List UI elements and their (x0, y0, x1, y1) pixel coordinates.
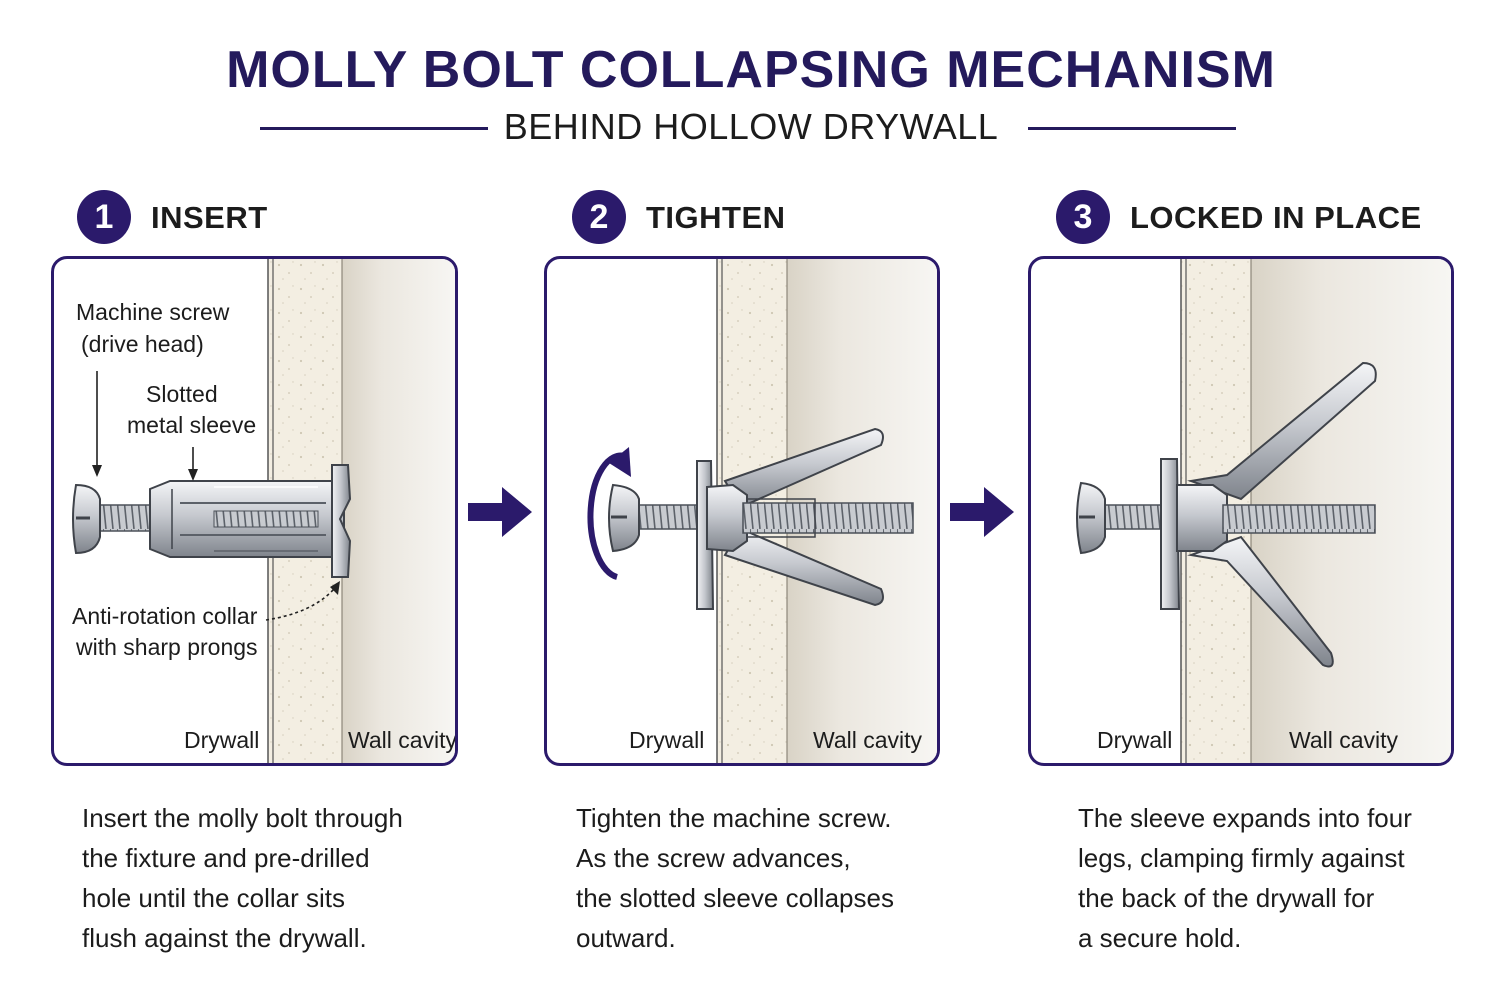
label-wall-cavity: Wall cavity (348, 727, 458, 753)
step-1-panel: Machine screw (drive head) Slotted metal… (51, 256, 458, 766)
step-1-header: 1 INSERT (77, 190, 407, 246)
step-3-number: 3 (1056, 190, 1110, 244)
slotted-sleeve (149, 480, 345, 558)
step-3-panel: Drywall Wall cavity (1028, 256, 1454, 766)
label-drywall: Drywall (184, 727, 260, 753)
step-1-desc-line: flush against the drywall. (82, 923, 367, 953)
rotation-arrow-icon (587, 447, 631, 580)
label-metal-sleeve: metal sleeve (127, 412, 257, 438)
step-2-description: Tighten the machine screw. As the screw … (576, 798, 956, 958)
label-wall-cavity: Wall cavity (813, 727, 923, 753)
subtitle-row: BEHIND HOLLOW DRYWALL (0, 106, 1502, 150)
step-1-title: INSERT (151, 200, 268, 235)
label-sharp-prongs: with sharp prongs (76, 634, 258, 660)
wall-cavity (342, 259, 455, 763)
step-2-desc-line: As the screw advances, (576, 843, 851, 873)
anti-rotation-collar (331, 464, 352, 578)
label-anti-rotation-collar: Anti-rotation collar (72, 603, 258, 629)
step-2-desc-line: the slotted sleeve collapses (576, 883, 894, 913)
label-drive-head: (drive head) (81, 331, 204, 357)
step-3-title: LOCKED IN PLACE (1130, 200, 1422, 235)
step-2-desc-line: Tighten the machine screw. (576, 803, 892, 833)
machine-screw (72, 483, 151, 555)
step-1-desc-line: Insert the molly bolt through (82, 803, 403, 833)
step-1-illustration (72, 259, 455, 763)
step-2-number: 2 (572, 190, 626, 244)
step-3-desc-line: legs, clamping firmly against (1078, 843, 1405, 873)
flow-arrow-icon (468, 487, 532, 537)
label-machine-screw: Machine screw (76, 299, 230, 325)
page-subtitle: BEHIND HOLLOW DRYWALL (503, 106, 999, 147)
label-drywall: Drywall (1097, 727, 1173, 753)
step-2-desc-line: outward. (576, 923, 676, 953)
label-slotted: Slotted (146, 381, 218, 407)
step-1-desc-line: hole until the collar sits (82, 883, 346, 913)
label-wall-cavity: Wall cavity (1289, 727, 1399, 753)
step-3-desc-line: a secure hold. (1078, 923, 1242, 953)
subtitle-rule-right (1028, 127, 1236, 130)
step-2-title: TIGHTEN (646, 200, 786, 235)
step-1-description: Insert the molly bolt through the fixtur… (82, 798, 462, 958)
step-3-desc-line: the back of the drywall for (1078, 883, 1375, 913)
step-3-desc-line: The sleeve expands into four (1078, 803, 1412, 833)
subtitle-rule-left (260, 127, 488, 130)
step-2-header: 2 TIGHTEN (572, 190, 902, 246)
step-2-illustration (587, 259, 937, 763)
step-1-desc-line: the fixture and pre-drilled (82, 843, 370, 873)
step-3-header: 3 LOCKED IN PLACE (1056, 190, 1476, 246)
label-drywall: Drywall (629, 727, 705, 753)
step-3-description: The sleeve expands into four legs, clamp… (1078, 798, 1458, 958)
step-1-number: 1 (77, 190, 131, 244)
page-title: MOLLY BOLT COLLAPSING MECHANISM (226, 41, 1276, 99)
step-3-illustration (1076, 259, 1451, 763)
step-2-panel: Drywall Wall cavity (544, 256, 940, 766)
flow-arrow-icon (950, 487, 1014, 537)
